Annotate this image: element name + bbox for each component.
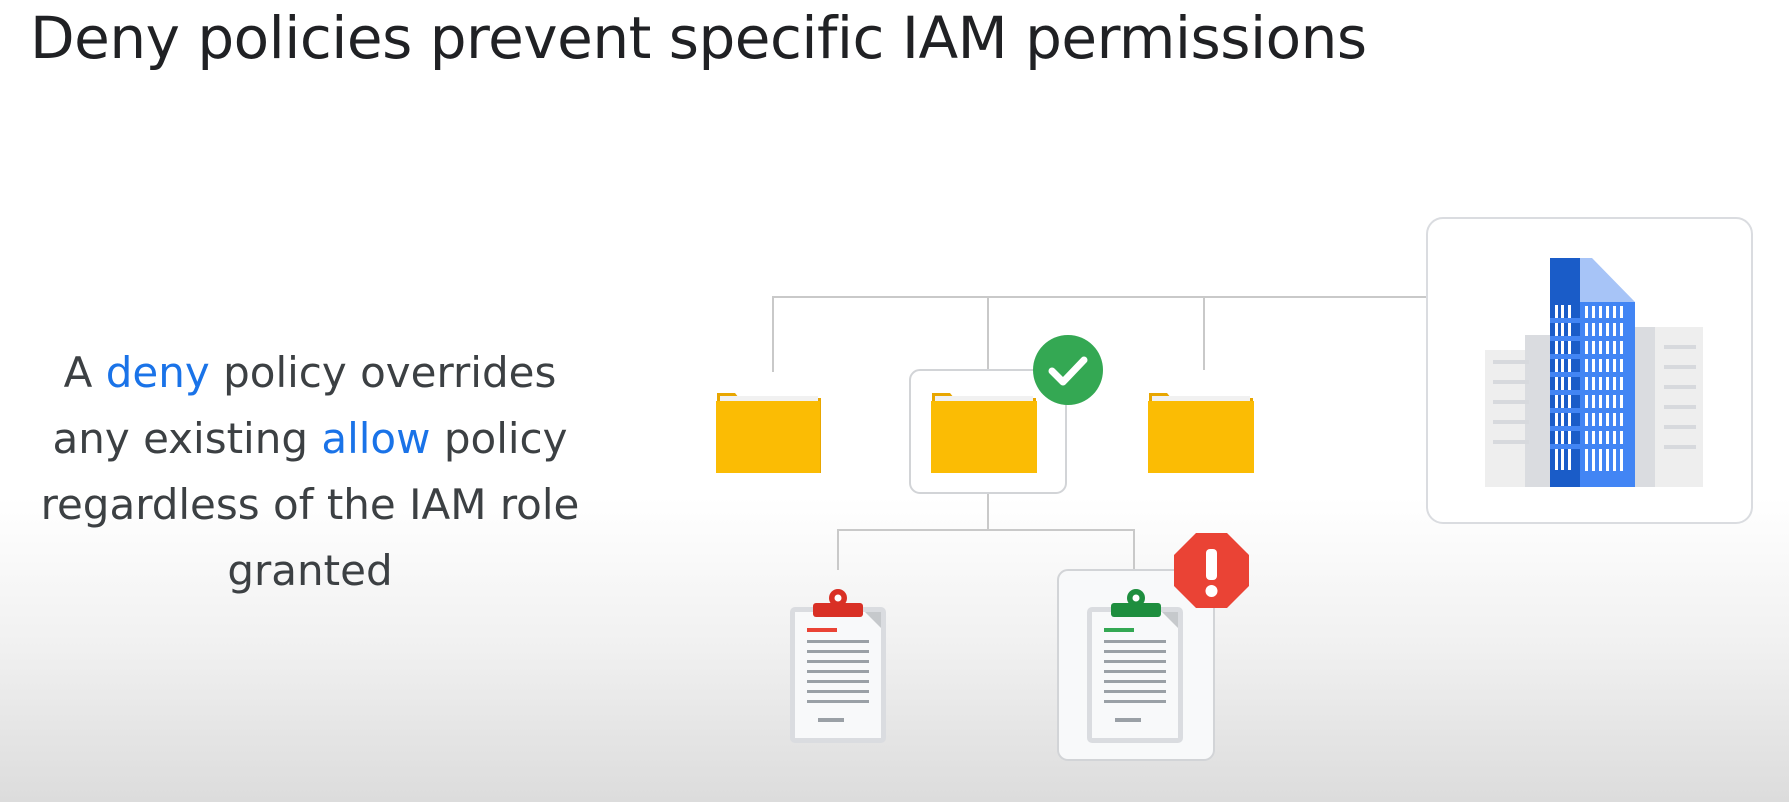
text-part-2: policy overrides any existing (52, 348, 557, 463)
clipboard-icon (1087, 589, 1183, 743)
folder-icon (716, 393, 821, 473)
page-title: Deny policies prevent specific IAM permi… (30, 4, 1367, 72)
organization-node (1426, 217, 1753, 524)
building-icon (1485, 258, 1703, 487)
text-part-3: policy regardless of the IAM role grante… (40, 414, 580, 595)
text-part-1: A (63, 348, 93, 397)
clipboard-icon (790, 589, 886, 743)
folder-icon (931, 393, 1037, 473)
explanation-text: A deny policy overrides any existing all… (20, 340, 600, 604)
folder-icon (1148, 393, 1254, 473)
keyword-allow: allow (321, 414, 431, 463)
selected-folder-node (909, 369, 1067, 494)
keyword-deny: deny (105, 348, 210, 397)
alert-icon (1174, 533, 1249, 608)
connector-lines (772, 296, 1426, 570)
denied-resource-node (1057, 569, 1215, 761)
checkmark-icon (1033, 335, 1103, 405)
